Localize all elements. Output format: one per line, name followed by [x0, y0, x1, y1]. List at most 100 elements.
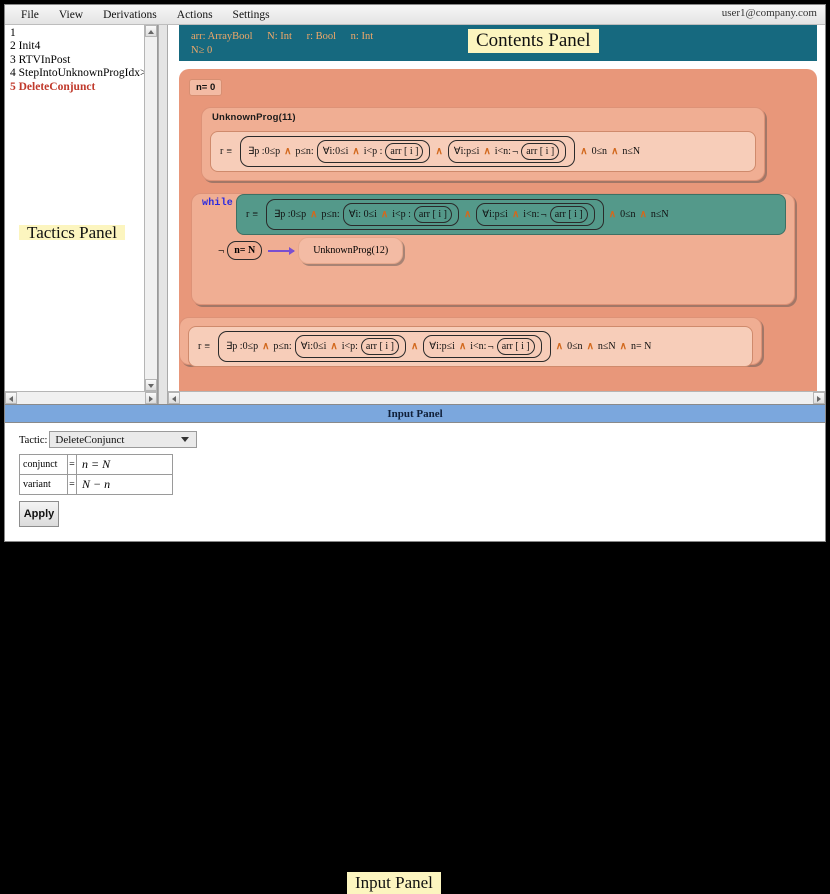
tail-conjunct-1: 0≤n — [620, 209, 636, 220]
context-constraint: N≥ 0 — [191, 44, 213, 56]
and-icon: ∧ — [262, 341, 270, 352]
input-panel-title-bar: Input Panel — [5, 404, 825, 423]
formula-row-1[interactable]: r ≡ ∃p :0≤p ∧ p≤n: ∀i:0≤i ∧ i<p : — [210, 131, 756, 172]
main-split-area: 1 2 Init4 3 RTVInPost 4 StepIntoUnknownP… — [5, 25, 825, 404]
tactics-vertical-scrollbar[interactable] — [144, 25, 157, 391]
unknown-prog-11-block[interactable]: UnknownProg(11) r ≡ ∃p :0≤p ∧ p≤n: ∀i:0≤… — [201, 107, 765, 181]
tail-conjunct-2: n≤N — [597, 341, 616, 352]
scroll-up-icon[interactable] — [145, 25, 157, 37]
tactics-list-item[interactable]: 3 RTVInPost — [10, 53, 71, 66]
tail-conjunct-1: 0≤n — [591, 146, 608, 157]
and-icon: ∧ — [435, 146, 443, 157]
exists-head: ∃p :0≤p — [247, 146, 281, 157]
unknown-prog-12-block[interactable]: UnknownProg(12) — [298, 237, 404, 264]
menu-file[interactable]: File — [21, 8, 39, 21]
forall-1-head: ∀i:0≤i — [300, 341, 327, 352]
formula-outer-group: ∃p :0≤p ∧ p≤n: ∀i: 0≤i ∧ i<p : arr [ i ] — [265, 199, 604, 230]
apply-button[interactable]: Apply — [19, 501, 59, 527]
forall-group-2: ∀i:p≤i ∧ i<n: ¬ arr [ i ] — [447, 140, 567, 163]
menu-settings[interactable]: Settings — [232, 8, 270, 21]
tactics-horizontal-scrollbar[interactable] — [5, 391, 157, 404]
field-label-conjunct: conjunct — [20, 455, 68, 474]
and-icon: ∧ — [410, 341, 419, 352]
array-access-1: arr [ i ] — [413, 206, 452, 223]
tail-conjunct-2: n≤N — [622, 146, 641, 157]
forall-2-head: ∀i:p≤i — [429, 341, 455, 352]
forall-group-1: ∀i:0≤i ∧ i<p: arr [ i ] — [294, 335, 406, 358]
and-icon: ∧ — [463, 209, 472, 220]
field-row-variant: variant = N − n — [20, 475, 172, 494]
loop-guard[interactable]: n= N — [227, 241, 263, 260]
formula-relation: ≡ — [226, 146, 232, 157]
forall-1-body: i<p: — [341, 341, 358, 352]
annotation-input-panel: Input Panel — [347, 872, 441, 894]
forall-group-2: ∀i:p≤i ∧ i<n: ¬ arr [ i ] — [476, 203, 595, 226]
contents-horizontal-scrollbar[interactable] — [168, 391, 825, 404]
and-icon: ∧ — [586, 341, 594, 352]
declaration-r: r: Bool — [306, 30, 337, 42]
negation-icon: ¬ — [487, 340, 494, 353]
tactic-dropdown-value: DeleteConjunct — [55, 433, 125, 446]
scroll-left-icon[interactable] — [5, 392, 17, 404]
tactic-dropdown[interactable]: DeleteConjunct — [49, 431, 198, 448]
and-icon: ∧ — [380, 209, 389, 220]
scroll-down-icon[interactable] — [145, 379, 157, 391]
scroll-right-icon[interactable] — [145, 392, 157, 404]
user-account-label: user1@company.com — [721, 7, 817, 19]
tactics-list-item[interactable]: 4 StepIntoUnknownProgIdx> — [10, 67, 147, 80]
variant-input[interactable]: N − n — [77, 475, 172, 494]
formula-lhs: r — [220, 146, 224, 157]
panel-splitter[interactable] — [158, 25, 168, 404]
guard-arrow-icon — [268, 246, 296, 255]
forall-2-body: i<n: — [523, 209, 540, 220]
scroll-right-icon[interactable] — [813, 392, 825, 404]
menu-actions[interactable]: Actions — [176, 8, 213, 21]
contents-canvas: arr: ArrayBool N: Int r: Bool n: Int N≥ … — [168, 25, 825, 391]
exists-conjunct: p≤n: — [321, 209, 340, 220]
context-declarations: arr: ArrayBool N: Int r: Bool n: Int — [191, 31, 817, 42]
formula-lhs: r — [198, 341, 202, 352]
contents-scroll-area[interactable]: arr: ArrayBool N: Int r: Bool n: Int N≥ … — [168, 25, 825, 391]
conjunct-input[interactable]: n = N — [77, 455, 172, 474]
and-icon: ∧ — [458, 341, 467, 352]
and-icon: ∧ — [608, 209, 617, 220]
forall-group-1: ∀i:0≤i ∧ i<p : arr [ i ] — [316, 140, 431, 163]
forall-2-body: i<n: — [470, 341, 487, 352]
post-condition-block[interactable]: r ≡ ∃p :0≤p ∧ p≤n: ∀i:0≤i ∧ i<p: — [179, 317, 762, 367]
scroll-left-icon[interactable] — [168, 392, 180, 404]
while-keyword: while — [202, 198, 234, 209]
forall-2-head: ∀i:p≤i — [482, 209, 508, 220]
input-panel: Input Panel Tactic: DeleteConjunct conju… — [5, 423, 825, 894]
declaration-n: n: Int — [350, 30, 374, 42]
menu-view[interactable]: View — [58, 8, 84, 21]
chevron-down-icon[interactable] — [181, 437, 190, 442]
while-loop-block[interactable]: while r ≡ ∃p :0≤p ∧ p≤n: ∀i: 0≤i — [191, 193, 795, 305]
tail-conjunct-3: n= N — [630, 341, 652, 352]
forall-group-2: ∀i:p≤i ∧ i<n: ¬ arr [ i ] — [423, 335, 542, 358]
contents-panel: arr: ArrayBool N: Int r: Bool n: Int N≥ … — [168, 25, 825, 404]
menu-derivations[interactable]: Derivations — [103, 8, 157, 21]
formula-row-3[interactable]: r ≡ ∃p :0≤p ∧ p≤n: ∀i:0≤i ∧ i<p: — [188, 326, 753, 367]
forall-1-head: ∀i:0≤i — [322, 146, 349, 157]
negation-icon: ¬ — [540, 208, 547, 221]
tactic-label: Tactic: — [19, 435, 48, 446]
exists-conjunct: p≤n: — [273, 341, 292, 352]
formula-lhs: r — [246, 209, 250, 220]
state-badge: n= 0 — [189, 79, 223, 96]
field-row-conjunct: conjunct = n = N — [20, 455, 172, 475]
tactics-list-item[interactable]: 2 Init4 — [10, 40, 41, 53]
forall-2-body: i<n: — [494, 146, 511, 157]
declaration-arr: arr: ArrayBool — [191, 30, 253, 42]
negation-icon: ¬ — [511, 145, 519, 158]
formula-outer-group: ∃p :0≤p ∧ p≤n: ∀i:0≤i ∧ i<p : arr [ i ] — [239, 136, 576, 167]
unknown-prog-11-label: UnknownProg(11) — [212, 112, 296, 123]
tail-conjunct-2: n≤N — [650, 209, 669, 220]
array-access-2: arr [ i ] — [549, 206, 588, 223]
loop-guard-row: ¬ n= N UnknownProg(12) — [218, 237, 794, 264]
tactics-list[interactable]: 1 2 Init4 3 RTVInPost 4 StepIntoUnknownP… — [5, 25, 157, 391]
field-equals-sign: = — [68, 475, 77, 494]
array-access-1: arr [ i ] — [360, 338, 399, 355]
formula-row-2[interactable]: r ≡ ∃p :0≤p ∧ p≤n: ∀i: 0≤i ∧ i<p : — [236, 194, 786, 235]
tactics-list-item[interactable]: 1 — [10, 27, 16, 39]
tactics-list-item-selected[interactable]: 5 DeleteConjunct — [10, 80, 96, 93]
